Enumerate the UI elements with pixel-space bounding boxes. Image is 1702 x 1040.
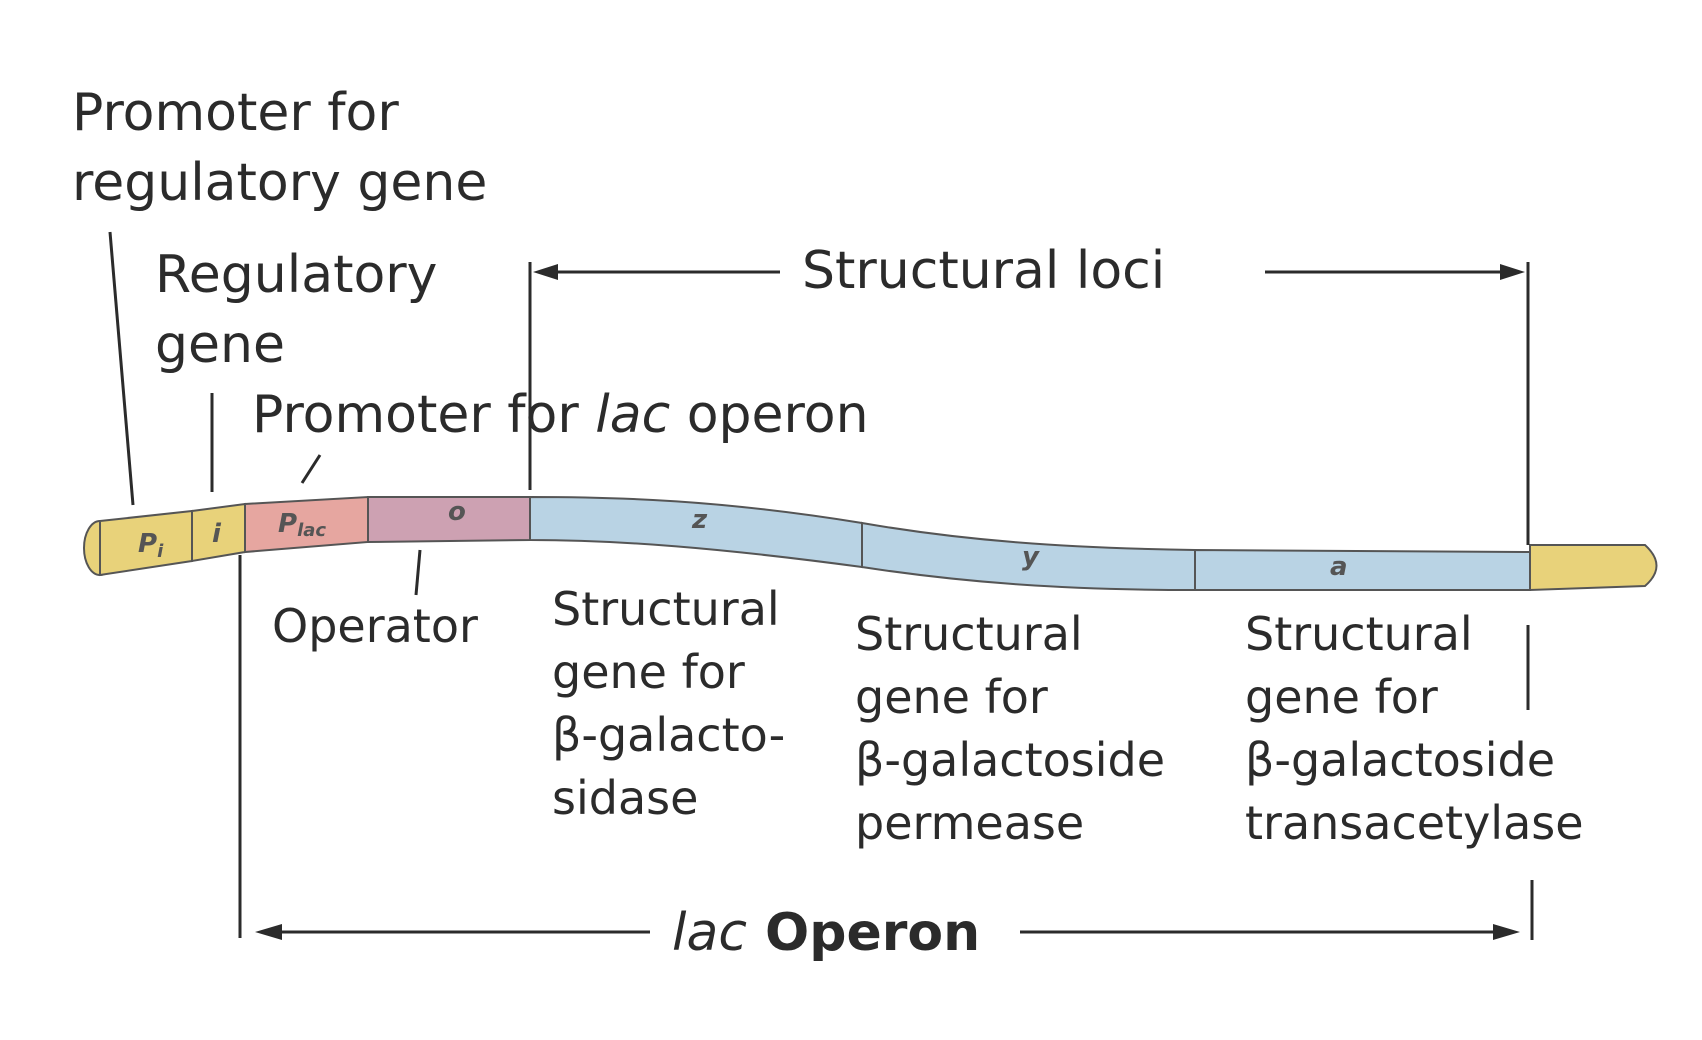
- promoter-regulatory-label: Promoter for regulatory gene: [72, 83, 487, 213]
- gene-a-description: Structural gene for β-galactoside transa…: [1245, 607, 1584, 850]
- regulatory-gene-label: Regulatory gene: [155, 245, 454, 375]
- structural-loci-left-arrowhead: [533, 264, 558, 280]
- segment-o-label: o: [448, 497, 466, 527]
- gene-y-description: Structural gene for β-galactoside permea…: [855, 607, 1180, 850]
- promoter-lac-label: Promoter for lac operon: [252, 385, 869, 445]
- lac-operon-left-arrowhead: [255, 924, 282, 940]
- promoter-lac-leader: [300, 454, 322, 484]
- operator-label: Operator: [272, 599, 478, 653]
- gene-z-description: Structural gene for β-galacto- sidase: [552, 582, 800, 825]
- segment-a: [1194, 548, 1531, 591]
- segment-y-label: y: [1022, 542, 1040, 572]
- lac-operon-right-arrowhead: [1493, 924, 1520, 940]
- dna-right-tail: [1529, 544, 1658, 592]
- segment-z-label: z: [691, 505, 708, 535]
- promoter-regulatory-leader: [108, 231, 135, 506]
- lac-operon-label: lac Operon: [672, 903, 980, 963]
- structural-loci-label: Structural loci: [802, 241, 1165, 301]
- segment-plac-label: Plac: [278, 509, 326, 541]
- segment-a-label: a: [1330, 552, 1348, 582]
- segment-i-label: i: [212, 519, 222, 549]
- structural-loci-right-arrowhead: [1500, 264, 1525, 280]
- operator-leader: [414, 549, 422, 596]
- segment-pi-label: Pi: [138, 529, 164, 562]
